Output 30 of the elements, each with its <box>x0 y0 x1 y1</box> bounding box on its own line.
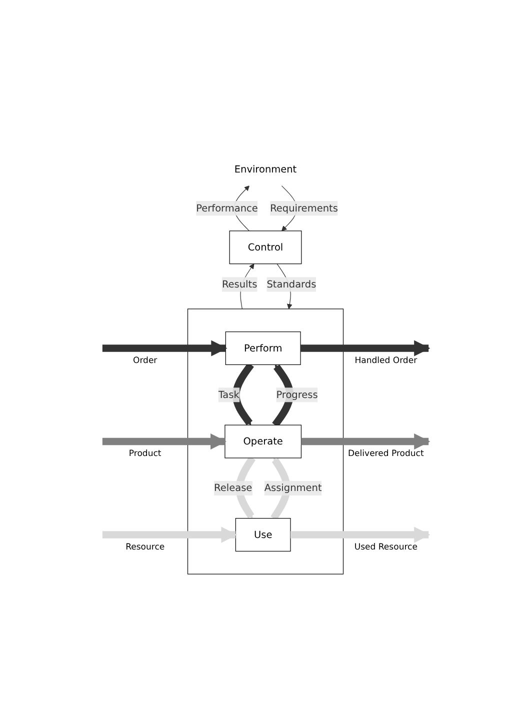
node-box: Operate <box>224 424 302 458</box>
edge-label: Delivered Product <box>348 448 424 459</box>
node-box: Perform <box>225 331 301 365</box>
edge-label: Assignment <box>264 482 322 494</box>
arrow <box>300 340 430 356</box>
edge-label: Requirements <box>270 202 338 214</box>
edge-label: Task <box>218 388 240 400</box>
arrow <box>270 457 290 520</box>
edge-label: Performance <box>196 202 258 214</box>
arrow <box>102 432 227 450</box>
edge-label: Results <box>222 278 258 290</box>
edge-label: Product <box>128 448 162 459</box>
arrow <box>236 456 256 518</box>
edge-label: Release <box>214 482 252 494</box>
arrow <box>102 526 238 542</box>
edge-label: Standards <box>266 278 316 290</box>
edge-label: Used Resource <box>354 542 418 552</box>
cluster <box>187 308 344 574</box>
node-box: Control <box>229 230 302 264</box>
arrow <box>290 526 430 542</box>
edge-label: Resource <box>126 542 165 552</box>
arrow <box>232 362 254 425</box>
node-box: Use <box>235 518 291 552</box>
arrow <box>301 432 430 450</box>
edge-label: Handled Order <box>354 355 418 366</box>
edge-label: Progress <box>276 388 318 400</box>
arrow <box>272 364 294 427</box>
node-text: Environment <box>234 162 297 174</box>
edge-label: Order <box>132 355 158 366</box>
arrow <box>102 340 228 356</box>
